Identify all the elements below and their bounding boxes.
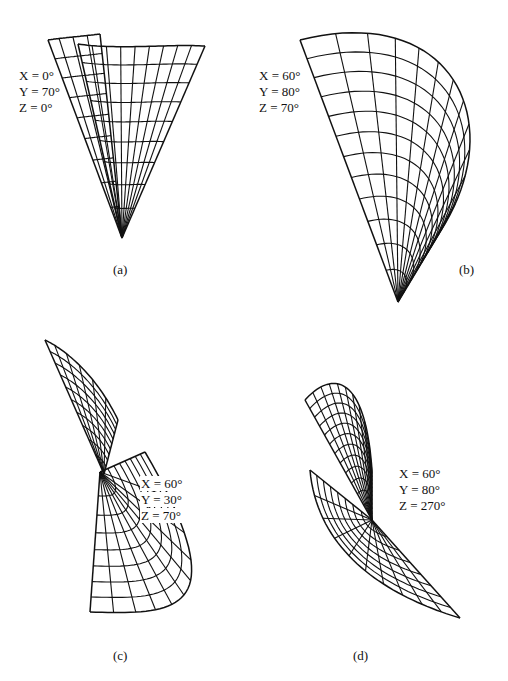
mesh-line [82,63,197,66]
mesh-line [307,52,465,237]
mesh-line [73,37,122,238]
mesh-line [95,120,172,122]
panel-letter: (c) [112,648,128,663]
mesh-line [329,384,372,520]
mesh-line [321,91,454,247]
mesh-line [377,243,414,286]
mesh-line [351,174,432,269]
mesh-line [323,518,372,520]
rotation-y: Y = 30° [140,492,183,507]
mesh-group [45,33,470,618]
mesh-line [300,33,470,232]
mesh-line [100,472,191,560]
mesh-line [96,463,140,533]
mesh-line [100,472,184,533]
mesh-line [310,470,372,520]
rotation-x: X = 60° [140,476,183,491]
mesh-line [59,39,122,239]
mesh-line [372,520,441,612]
rotation-z: Z = 70° [140,508,182,523]
mesh-line [55,53,102,59]
mesh-line [398,80,453,302]
mesh-line [48,34,100,40]
rotation-z: Z = 0° [18,100,53,115]
mesh-line [395,38,398,302]
mesh-line [96,455,106,466]
mesh-line [364,504,372,515]
mesh-line [66,387,113,439]
rotation-x: X = 60° [258,68,301,83]
mesh-line [336,132,444,258]
mesh-line [78,44,205,47]
mesh-line [335,444,372,492]
mesh-line [87,81,190,83]
mesh-line [62,73,104,78]
mesh-line [115,207,135,209]
mesh-line [77,114,109,118]
rotation-y: Y = 70° [18,84,61,99]
mesh-line [100,472,191,581]
mesh-line [368,219,420,280]
mesh-line [90,472,100,612]
mesh-line [85,136,111,139]
mesh-line [353,505,399,551]
mesh-line [310,470,460,618]
rotation-y: Y = 80° [258,84,301,99]
mesh-line [45,340,118,420]
mesh-line [90,452,192,613]
mesh-line [97,466,128,515]
rotation-x: X = 60° [398,466,441,481]
mesh-line [357,490,372,509]
rotation-z: Z = 70° [258,100,300,115]
panel-letter: (a) [112,262,128,277]
mesh-line [89,440,108,460]
mesh-line [110,183,145,185]
mesh-line [305,383,372,470]
mesh-line [372,520,403,595]
mesh-line [329,111,449,252]
mesh-line [386,269,407,293]
mesh-line [314,71,460,242]
mesh-line [361,512,387,537]
mesh-line [310,393,372,473]
rotation-z: Z = 270° [398,498,446,513]
mesh-line [100,141,164,142]
rotation-x: X = 0° [18,68,55,83]
mesh-line [98,469,115,496]
mesh-line [372,520,460,618]
mesh-line [105,162,155,163]
mesh-line [315,403,372,477]
mesh-line [79,365,104,474]
mesh-line [70,94,107,98]
mesh-line [344,153,438,264]
mesh-line [50,352,117,425]
mesh-line [91,101,181,103]
panel-letter: (d) [352,648,369,663]
mesh-line [360,196,427,274]
mesh-line [55,363,115,429]
rotation-y: Y = 80° [398,482,441,497]
panel-letter: (b) [458,262,475,277]
